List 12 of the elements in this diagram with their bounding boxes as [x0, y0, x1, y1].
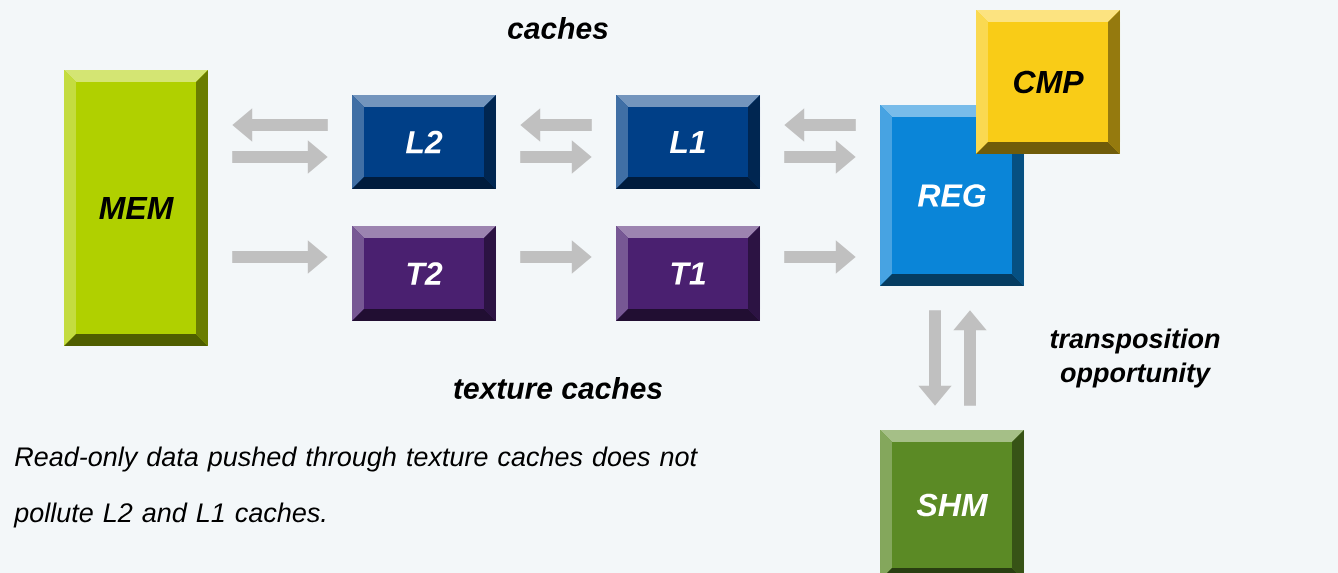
bevel-box: L2 — [352, 95, 496, 189]
bevel-box: REG — [880, 105, 1024, 286]
bevel-box: T2 — [352, 226, 496, 321]
group-heading: texture caches — [454, 377, 662, 400]
bevel-box: T1 — [616, 226, 760, 321]
annotation: transposition opportunity — [1050, 328, 1220, 388]
bevel-box: MEM — [64, 70, 208, 346]
group-heading: caches — [508, 17, 608, 39]
note: Read-only data pushed through texture caches does not pollute L2 and L1 caches. — [13, 446, 698, 528]
bevel-box: L1 — [616, 95, 760, 189]
bevel-box: SHM — [880, 430, 1024, 573]
bevel-box: CMP — [976, 10, 1120, 154]
